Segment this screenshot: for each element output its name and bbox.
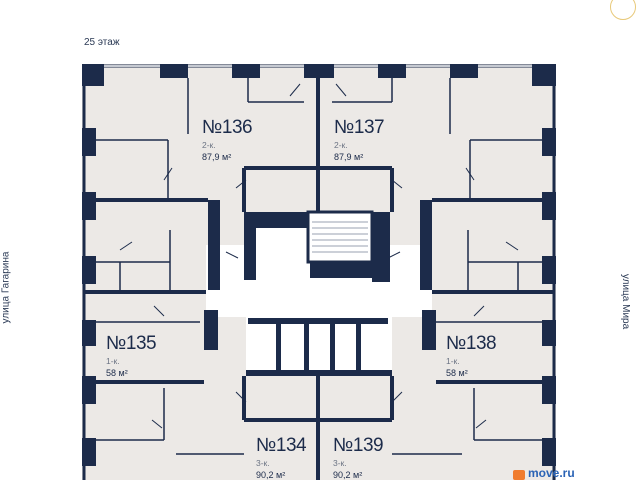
apartment-139[interactable]: №139 3-к. 90,2 м² (333, 435, 384, 480)
interior-walls (96, 78, 542, 455)
apartment-number: №138 (446, 333, 497, 354)
apartment-number: №134 (256, 435, 307, 456)
apartment-number: №139 (333, 435, 384, 456)
apartment-rooms: 3-к. (333, 458, 347, 468)
doors (119, 83, 519, 429)
stairwell (306, 210, 380, 278)
apartment-number: №136 (202, 117, 253, 138)
apartment-area: 58 м² (446, 367, 468, 378)
brand-logo-icon (513, 470, 525, 480)
street-label-left: улица Гагарина (0, 251, 12, 324)
apartment-137[interactable]: №137 2-к. 87,9 м² (334, 117, 385, 162)
apartment-area: 58 м² (106, 367, 128, 378)
apartment-rooms: 1-к. (106, 356, 120, 366)
apartment-135[interactable]: №135 1-к. 58 м² (106, 333, 157, 378)
floor-label: 25 этаж (84, 37, 120, 48)
apartment-number: №135 (106, 333, 157, 354)
apartment-number: №137 (334, 117, 385, 138)
core-walls (204, 200, 436, 376)
apartment-138[interactable]: №138 1-к. 58 м² (446, 333, 497, 378)
partition-walls (84, 66, 554, 480)
apartment-area: 90,2 м² (333, 469, 363, 480)
logo-mark-icon (610, 0, 636, 20)
apartment-rooms: 2-к. (202, 140, 216, 150)
apartment-rooms: 2-к. (334, 140, 348, 150)
apartment-134[interactable]: №134 3-к. 90,2 м² (256, 435, 307, 480)
brand-watermark: move.ru (528, 466, 575, 480)
apartment-136[interactable]: №136 2-к. 87,9 м² (202, 117, 253, 162)
pillars (82, 64, 556, 466)
apartment-area: 87,9 м² (334, 151, 364, 162)
apartment-rooms: 3-к. (256, 458, 270, 468)
street-label-right: улица Мира (620, 273, 632, 330)
apartment-rooms: 1-к. (446, 356, 460, 366)
apartment-area: 87,9 м² (202, 151, 232, 162)
apartment-area: 90,2 м² (256, 469, 286, 480)
